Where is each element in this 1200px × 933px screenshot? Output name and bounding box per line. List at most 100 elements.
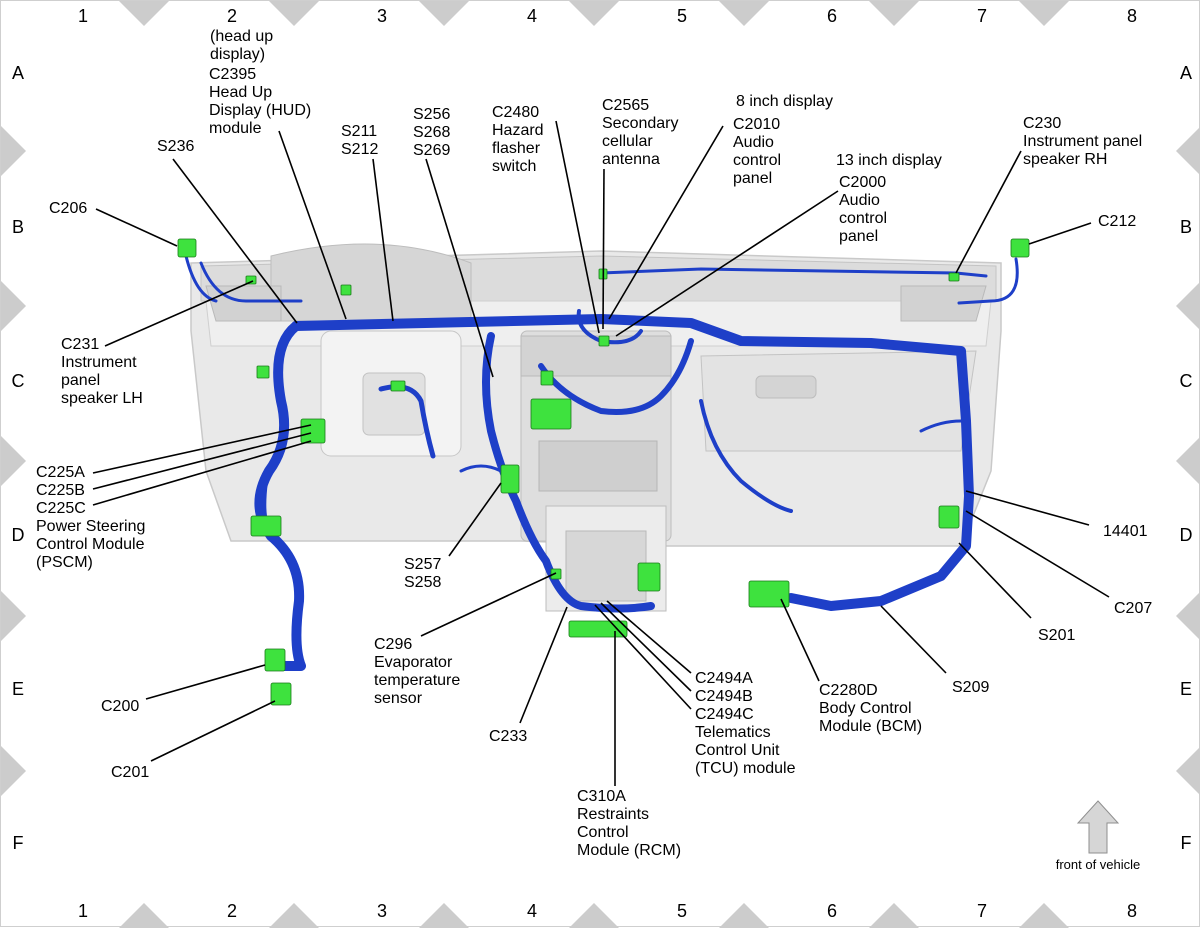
label-hud-note: (head up (210, 28, 273, 45)
label-c310a-l4: Module (RCM) (577, 842, 681, 859)
label-c2000-l4: panel (839, 228, 878, 245)
grid-col-6: 6 (827, 901, 837, 921)
label-c2395-l3: Display (HUD) (209, 102, 311, 119)
grid-row-e: E (12, 679, 24, 699)
connector-tcu (637, 562, 661, 592)
label-c296: C296 (374, 636, 412, 653)
label-c2000-note: 13 inch display (836, 152, 942, 169)
connector-center-stack (530, 398, 572, 430)
label-c2480-l4: switch (492, 158, 536, 175)
grid-rows-right: A B C D E F (1180, 63, 1193, 853)
label-s258: S258 (404, 574, 441, 591)
label-c2000: C2000 (839, 174, 886, 191)
label-s269: S269 (413, 142, 450, 159)
label-c231-l4: speaker LH (61, 390, 143, 407)
label-c310a-l2: Restraints (577, 806, 649, 823)
grid-row-f: F (13, 833, 24, 853)
label-c206: C206 (49, 200, 87, 217)
label-c2010-l3: control (733, 152, 781, 169)
grid-col-4: 4 (527, 901, 537, 921)
label-c2010-note: 8 inch display (736, 93, 833, 110)
connector-c296 (550, 568, 562, 580)
up-arrow-icon (1076, 800, 1120, 854)
label-c2494a: C2494A (695, 670, 753, 687)
front-of-vehicle-indicator: front of vehicle (1056, 800, 1141, 872)
label-pscm-l1: Power Steering (36, 518, 145, 535)
label-s236: S236 (157, 138, 194, 155)
connector-pscm (250, 515, 282, 537)
label-s257: S257 (404, 556, 441, 573)
label-c2480: C2480 (492, 104, 539, 121)
connector-c212 (1010, 238, 1030, 258)
label-c225c: C225C (36, 500, 86, 517)
connector-s257 (500, 464, 520, 494)
connector-c2000 (598, 335, 610, 347)
label-c2480-l3: flasher (492, 140, 541, 157)
connector-c231 (245, 275, 257, 285)
grid-col-6: 6 (827, 6, 837, 26)
grid-row-b: B (1180, 217, 1192, 237)
label-s211: S211 (341, 123, 377, 140)
label-14401: 14401 (1103, 523, 1148, 540)
grid-row-d: D (12, 525, 25, 545)
label-c2280d-l3: Module (BCM) (819, 718, 922, 735)
connector-c201 (270, 682, 292, 706)
grid-col-7: 7 (977, 6, 987, 26)
label-c2494b: C2494B (695, 688, 753, 705)
grid-rows-left: A B C D E F (12, 63, 25, 853)
grid-col-3: 3 (377, 6, 387, 26)
label-c2280d-l2: Body Control (819, 700, 912, 717)
grid-col-2: 2 (227, 901, 237, 921)
label-c225a: C225A (36, 464, 85, 481)
label-c296-l3: temperature (374, 672, 460, 689)
grid-col-7: 7 (977, 901, 987, 921)
label-tcu-l2: Control Unit (695, 742, 780, 759)
label-c233: C233 (489, 728, 527, 745)
grid-col-5: 5 (677, 6, 687, 26)
label-c296-l4: sensor (374, 690, 423, 707)
label-c2494c: C2494C (695, 706, 754, 723)
grid-row-f: F (1181, 833, 1192, 853)
grid-columns-top: 1 2 3 4 5 6 7 8 (78, 6, 1137, 26)
label-c225b: C225B (36, 482, 85, 499)
label-c2010-l2: Audio (733, 134, 774, 151)
labels: (head up display) C2395 Head Up Display … (36, 28, 1152, 859)
label-c212: C212 (1098, 213, 1136, 230)
grid-row-a: A (1180, 63, 1192, 83)
label-tcu-l1: Telematics (695, 724, 771, 741)
label-c296-l2: Evaporator (374, 654, 453, 671)
grid-col-8: 8 (1127, 901, 1137, 921)
grid-row-c: C (12, 371, 25, 391)
label-c2395-l4: module (209, 120, 262, 137)
label-c2010: C2010 (733, 116, 780, 133)
connector-c225 (300, 418, 326, 444)
label-pscm-l3: (PSCM) (36, 554, 93, 571)
grid-columns-bottom: 1 2 3 4 5 6 7 8 (78, 901, 1137, 921)
label-s212: S212 (341, 141, 378, 158)
label-c2565: C2565 (602, 97, 649, 114)
label-c2000-l3: control (839, 210, 887, 227)
grid-col-8: 8 (1127, 6, 1137, 26)
connector-14401 (938, 505, 960, 529)
wiring-harness (184, 254, 1019, 671)
connector-aux (256, 365, 270, 379)
grid-row-d: D (1180, 525, 1193, 545)
label-c231-l3: panel (61, 372, 100, 389)
connector-aux2 (540, 370, 554, 386)
label-c310a: C310A (577, 788, 626, 805)
front-of-vehicle-label: front of vehicle (1056, 857, 1141, 872)
label-s209: S209 (952, 679, 989, 696)
grid-row-a: A (12, 63, 24, 83)
label-c2010-l4: panel (733, 170, 772, 187)
label-c200: C200 (101, 698, 139, 715)
label-c2565-l2: Secondary (602, 115, 679, 132)
grid-col-3: 3 (377, 901, 387, 921)
label-c2565-l3: cellular (602, 133, 653, 150)
label-c2480-l2: Hazard (492, 122, 544, 139)
grid-col-4: 4 (527, 6, 537, 26)
grid-row-e: E (1180, 679, 1192, 699)
connector-cluster (390, 380, 406, 392)
